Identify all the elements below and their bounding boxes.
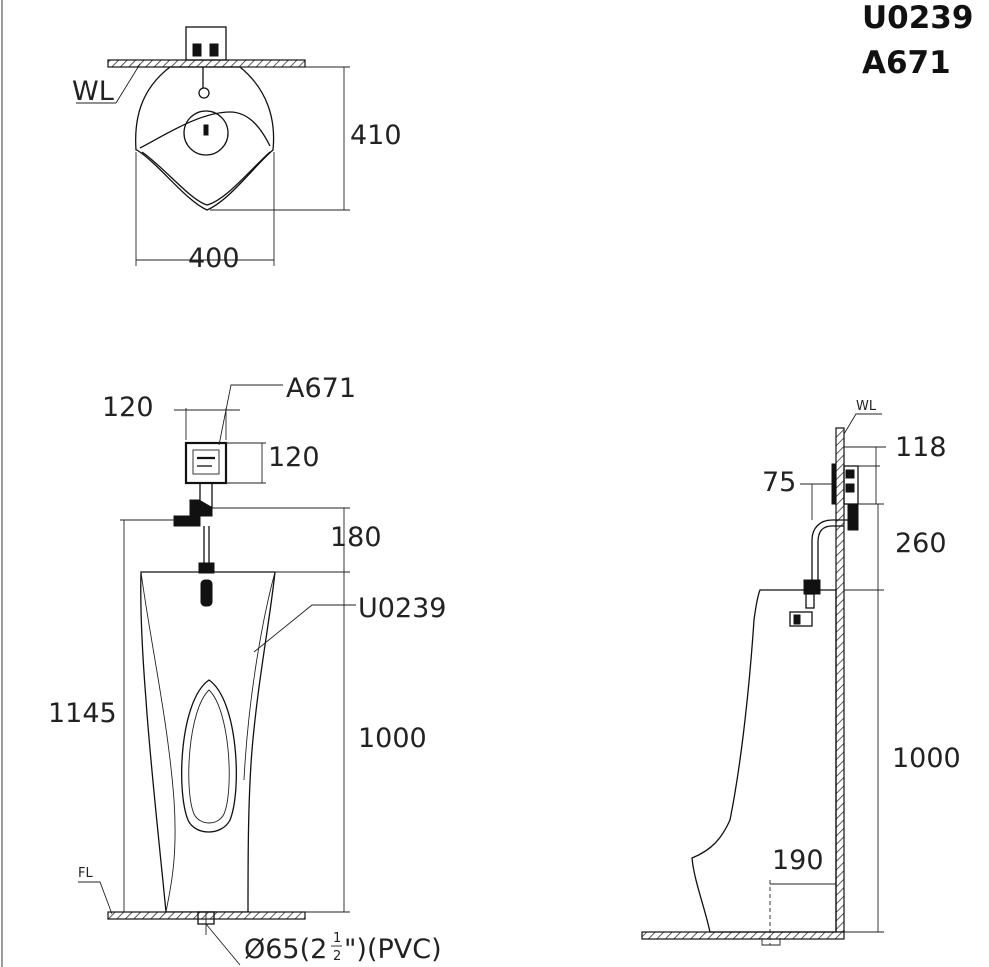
side-flush-pipe-outer <box>811 519 848 580</box>
front-urinal-side-left <box>140 571 176 913</box>
top-spud <box>198 87 210 99</box>
front-drain-frac-den: 2 <box>333 949 341 964</box>
side-wl-leader <box>843 413 882 435</box>
side-drain-fitting <box>761 938 781 946</box>
top-dim-410: 410 <box>350 120 402 151</box>
front-drain-suffix: ")(PVC) <box>344 934 442 965</box>
front-urinal-body <box>140 571 276 913</box>
front-u0239-leader <box>253 604 356 653</box>
side-urinal-profile <box>691 589 837 933</box>
top-bowl-outline <box>135 66 275 211</box>
side-supply-elbow <box>847 503 859 531</box>
top-drain-circle <box>183 110 229 156</box>
top-bowl-inner-top <box>139 111 271 149</box>
side-sensor-part-1 <box>845 469 855 479</box>
model-title-sensor: A671 <box>862 45 951 81</box>
front-fl-label: FL <box>78 866 93 881</box>
side-flush-pipe-inner <box>817 525 844 580</box>
front-u0239-label: U0239 <box>358 593 446 624</box>
front-a671-label: A671 <box>286 373 356 404</box>
front-fl-leader <box>78 881 113 915</box>
front-spud-nut <box>198 562 215 574</box>
front-inner-oval-inner <box>188 689 230 824</box>
front-drain-leader <box>205 923 241 966</box>
front-dim-180: 180 <box>330 522 382 553</box>
top-dim-400: 400 <box>188 243 240 274</box>
top-wall-strip <box>107 59 306 68</box>
side-dim-75: 75 <box>762 467 796 498</box>
side-sensor-plate <box>831 463 837 505</box>
side-spreader-head <box>789 611 813 627</box>
side-dim-118: 118 <box>895 432 947 463</box>
side-dim-1000: 1000 <box>892 743 961 774</box>
front-drain-prefix: Ø65(2 <box>244 934 327 965</box>
front-sensor-box <box>184 441 228 485</box>
front-dim-1000: 1000 <box>358 723 427 754</box>
top-view: WL 410 400 <box>72 26 402 274</box>
front-dim-1145: 1145 <box>48 698 117 729</box>
top-wl-leader-d <box>115 63 141 104</box>
front-sensor-window <box>192 449 220 475</box>
side-spreader-neck <box>805 593 815 609</box>
front-spreader <box>200 579 213 607</box>
model-title-urinal: U0239 <box>862 0 973 36</box>
side-wl-label: WL <box>856 399 877 414</box>
top-sensor-valve-right <box>209 43 219 57</box>
front-urinal-side-right <box>243 571 276 781</box>
side-spreader-mark <box>793 614 801 625</box>
top-sensor-box <box>185 26 227 61</box>
front-floor-strip <box>107 911 306 920</box>
top-wl-label: WL <box>72 76 114 107</box>
side-dim-260: 260 <box>895 528 947 559</box>
front-view: 120 A671 120 180 U0239 1145 1000 FL Ø65(… <box>48 373 446 966</box>
side-floor <box>641 931 845 940</box>
front-drain-frac-num: 1 <box>333 931 341 946</box>
top-drain-slot <box>203 124 209 136</box>
top-sensor-valve-left <box>192 43 202 57</box>
front-elbow <box>173 499 213 527</box>
side-wall <box>835 427 845 933</box>
front-inner-oval-outer <box>181 679 237 833</box>
side-spud-nut <box>803 579 821 595</box>
side-view: WL 118 75 260 1000 190 <box>641 399 961 946</box>
side-sensor-part-2 <box>845 483 855 493</box>
top-bowl-inner-lip <box>141 151 271 206</box>
front-drain-label: Ø65(2 1 2 ")(PVC) <box>244 931 442 965</box>
front-dim-120-width: 120 <box>102 392 154 423</box>
front-a671-leader <box>218 384 283 446</box>
front-dim-120-height: 120 <box>268 442 320 473</box>
side-dim-190: 190 <box>772 845 824 876</box>
